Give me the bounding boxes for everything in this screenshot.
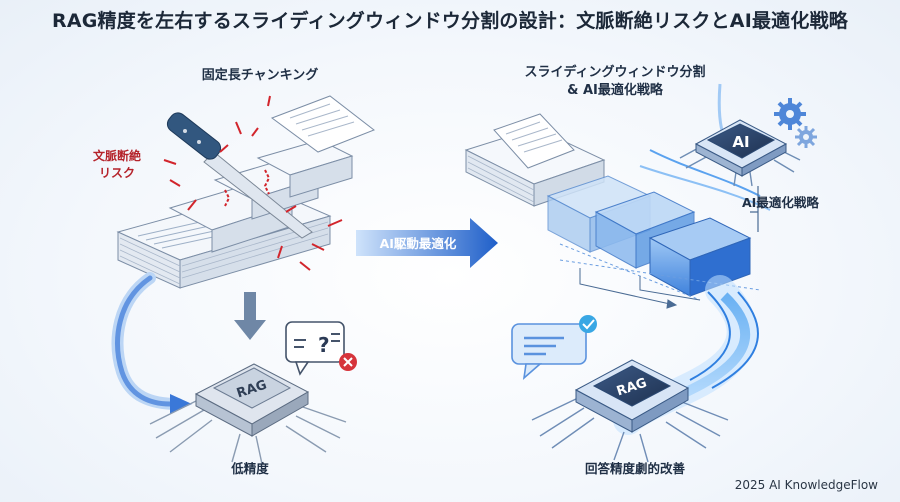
sliding-window-blocks	[546, 175, 761, 309]
rag-chip-right: RAG	[531, 359, 729, 463]
context-break-risk-label: 文脈断絶 リスク	[82, 148, 152, 182]
page-title: RAG精度を左右するスライディングウィンドウ分割の設計：文脈断絶リスクとAI最適…	[52, 10, 848, 32]
low-accuracy-label: 低精度	[231, 461, 269, 476]
ai-strategy-label: AI最適化戦略	[742, 195, 819, 210]
svg-text:?: ?	[318, 333, 330, 357]
rag-chip-left: RAG	[149, 363, 347, 465]
ai-optimization-label: AI駆動最適化	[380, 236, 457, 251]
sliding-window-heading-line2: & AI最適化戦略	[567, 83, 663, 98]
fixed-chunking-heading: 固定長チャンキング	[201, 68, 319, 83]
cut-break-marks	[163, 95, 343, 271]
sliding-window-heading: スライディングウィンドウ分割 & AI最適化戦略	[510, 64, 720, 100]
ai-optimization-arrow: AI駆動最適化	[356, 218, 498, 268]
risk-label-line2: リスク	[98, 166, 135, 180]
risk-label-line1: 文脈断絶	[92, 149, 141, 163]
ai-chip-label: AI	[732, 133, 749, 151]
left-flow-arrowhead	[170, 394, 192, 414]
down-arrow-icon	[234, 292, 266, 340]
confused-speech-bubble-icon: ?	[285, 321, 357, 376]
footer-credit: 2025 AI KnowledgeFlow	[734, 478, 878, 492]
strategy-bracket	[750, 186, 759, 232]
gear-icon	[774, 98, 806, 130]
ai-chip: AI	[679, 119, 801, 187]
sliding-window-heading-line1: スライディングウィンドウ分割	[524, 65, 706, 80]
accuracy-improvement-label: 回答精度劇的改善	[584, 461, 685, 476]
paper-stack-left	[116, 95, 376, 289]
chat-bubble-check-icon	[511, 315, 597, 381]
small-gear-icon	[795, 126, 817, 148]
knife-icon	[166, 112, 313, 239]
